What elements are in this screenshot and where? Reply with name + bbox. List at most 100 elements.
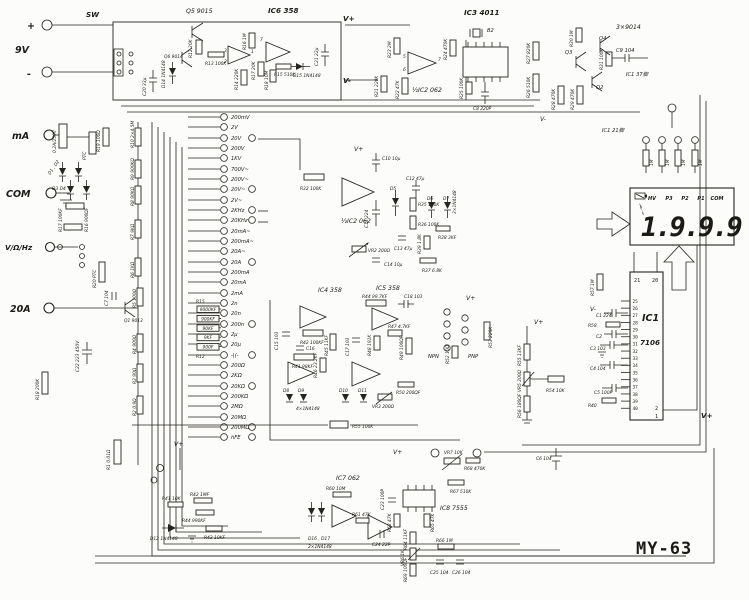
range-label: 700V~ bbox=[231, 167, 249, 173]
ohm-ref-value: 900F bbox=[203, 345, 214, 351]
range-contact bbox=[220, 144, 228, 152]
c20-capacitor bbox=[149, 70, 157, 92]
c22-capacitor bbox=[82, 342, 92, 364]
r44-label: R44 99.7KF bbox=[362, 294, 388, 300]
opamp-pin: 5 bbox=[403, 54, 406, 60]
vr6-label: VR6 1K bbox=[400, 549, 406, 566]
r53-label: R53 220K bbox=[488, 326, 494, 348]
clock-section: R23 2M 5 6 7 ½IC2 062 R21 220K R22 47K I… bbox=[374, 8, 677, 134]
range-label: 2n bbox=[231, 301, 238, 307]
c18-label: C18 103 bbox=[404, 294, 423, 300]
r24-resistor bbox=[449, 39, 457, 57]
ic1-vminus: V- bbox=[590, 306, 596, 313]
range-contact bbox=[220, 371, 228, 379]
range-contact bbox=[220, 196, 228, 204]
r54-label: R54 10K bbox=[546, 388, 566, 394]
c11-capacitor bbox=[372, 200, 380, 226]
opamp-pin: 7 bbox=[438, 57, 441, 63]
r12-label: R12 20K bbox=[188, 38, 194, 58]
display-resistor-label: 1M bbox=[649, 159, 655, 166]
vminus-rail: V- bbox=[343, 76, 351, 85]
ohm-ref-value: 9KF bbox=[204, 335, 213, 341]
d12-diode bbox=[162, 524, 184, 532]
c8-capacitor bbox=[481, 82, 489, 104]
display-terminal bbox=[658, 136, 666, 144]
range-label: 20mA bbox=[231, 280, 247, 286]
r48-resistor bbox=[373, 335, 381, 351]
r21-resistor bbox=[380, 75, 388, 93]
range-label: 200V~ bbox=[231, 177, 249, 183]
c3-label: C3 103 bbox=[590, 346, 606, 352]
r14-resistor bbox=[240, 69, 248, 86]
c14-label: C14 10µ bbox=[384, 262, 403, 268]
range-contact bbox=[220, 278, 228, 286]
r12-resistor bbox=[195, 39, 203, 55]
r28-label: R28 470K bbox=[551, 88, 557, 110]
c21-label: C21 22µ bbox=[314, 47, 320, 66]
r25-resistor bbox=[465, 81, 473, 95]
divider-label: R6 1KΩ bbox=[130, 261, 136, 278]
range-label: 20A bbox=[231, 260, 242, 266]
r30-resistor bbox=[575, 27, 583, 43]
range-contact-2 bbox=[248, 351, 256, 359]
b2-label: B2 bbox=[487, 28, 494, 34]
c4-label: C4 104 bbox=[590, 366, 606, 372]
ohm-ref-value: 90KF bbox=[203, 326, 214, 332]
r24-label: R24 470K bbox=[443, 38, 449, 60]
rectifier-diodes-label: 4×1N4148 bbox=[296, 406, 320, 412]
divider-resistor bbox=[136, 287, 144, 307]
display-terminal bbox=[674, 136, 682, 144]
r52-label: R52 10Ω bbox=[445, 344, 451, 364]
r18-resistor bbox=[269, 69, 277, 83]
divider-resistor bbox=[136, 395, 144, 415]
c23-label: C23 100P bbox=[380, 489, 386, 510]
divider-resistor bbox=[136, 363, 144, 383]
r19-resistor bbox=[102, 127, 110, 147]
range-contact-2 bbox=[248, 134, 256, 142]
converter-section: IC4 358 IC5 358 R42 100KF C15 103 C16 R4… bbox=[274, 285, 423, 430]
c12-label: C12 47µ bbox=[406, 176, 425, 182]
range-label: 20KΩ bbox=[231, 384, 245, 390]
r55-resistor bbox=[523, 343, 531, 361]
range-label: 20mA~ bbox=[231, 229, 251, 235]
ohm-ladder-top-label: R15 bbox=[196, 299, 205, 305]
r64-resistor bbox=[409, 531, 417, 545]
ic4-opamp-b bbox=[287, 361, 316, 385]
r14-label: R14 220K bbox=[234, 68, 240, 90]
r42b-label: R42 1MF bbox=[190, 492, 210, 498]
r20-resistor bbox=[98, 261, 106, 283]
lcd-annunciator: HV bbox=[648, 196, 657, 202]
r35-resistor bbox=[409, 197, 417, 212]
range-contact bbox=[220, 268, 228, 276]
c13-capacitor bbox=[398, 235, 406, 241]
r27-label: R27 820K bbox=[526, 42, 532, 64]
r16-resistor bbox=[248, 32, 256, 49]
r61-resistor bbox=[355, 517, 370, 524]
range-label: 200V bbox=[231, 146, 245, 152]
range-label: 2MΩ bbox=[231, 404, 243, 410]
range-contact bbox=[220, 134, 228, 142]
vr2-label: VR2 200Ω bbox=[368, 248, 391, 254]
range-contact bbox=[220, 206, 228, 214]
r26-resistor bbox=[532, 73, 540, 93]
q6-transistor bbox=[181, 47, 193, 68]
r32-label: R32 100K bbox=[300, 186, 322, 192]
divider-label: R5 100Ω bbox=[132, 288, 138, 308]
range-contact bbox=[220, 351, 228, 359]
d3-d4-label: D3 D4 bbox=[52, 186, 66, 192]
divider-label: R9 900KΩ bbox=[130, 158, 136, 180]
ic1-part: 7106 bbox=[640, 338, 660, 347]
c5-label: C5 100P bbox=[594, 390, 613, 396]
r66-resistor bbox=[437, 543, 455, 550]
r49-label: R49 100ΩF bbox=[399, 335, 405, 360]
range-contact bbox=[220, 123, 228, 131]
range-contact bbox=[220, 423, 228, 431]
d10-label: D10 bbox=[339, 388, 348, 394]
ic4-label: IC4 358 bbox=[318, 287, 342, 294]
r17-label: R17 20K bbox=[251, 60, 257, 80]
ic6-opamp-a bbox=[227, 45, 252, 65]
buzzer-vplus: V+ bbox=[393, 449, 402, 456]
